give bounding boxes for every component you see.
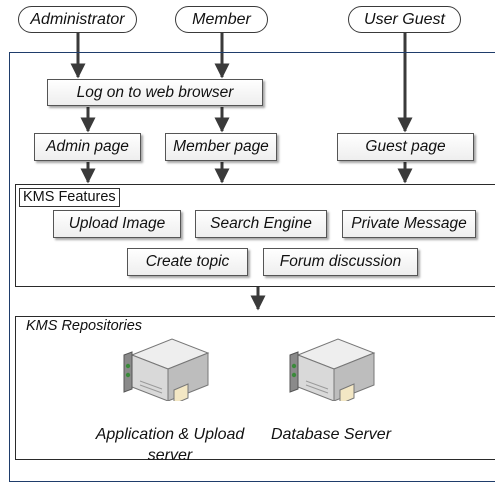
application-server-caption: Application & Upload server [80,424,260,466]
actor-administrator: Administrator [18,6,137,33]
admin-page-label: Admin page [46,138,129,155]
feature-forum-discussion: Forum discussion [263,248,418,276]
feature-forum-discussion-label: Forum discussion [279,253,402,270]
actor-member: Member [175,6,268,33]
database-server-icon [289,338,376,401]
feature-search-engine-label: Search Engine [210,215,312,232]
actor-user-guest: User Guest [348,6,461,33]
actor-user-guest-label: User Guest [364,10,445,28]
application-server-caption-line1: Application & Upload [95,426,245,443]
member-page-label: Member page [173,138,269,155]
feature-create-topic: Create topic [127,248,248,276]
login-step-label: Log on to web browser [76,83,234,101]
feature-private-message: Private Message [342,210,476,238]
connector-arrows [70,32,413,311]
kms-repositories-title-text: KMS Repositories [26,318,143,334]
guest-page-box: Guest page [337,133,474,161]
kms-features-title-text: KMS Features [23,189,116,205]
admin-page-box: Admin page [34,133,141,161]
member-page-box: Member page [165,133,277,161]
guest-page-label: Guest page [365,138,446,155]
application-server-caption-line2: server [147,447,193,464]
application-server-icon [123,338,210,401]
kms-features-title: KMS Features [19,188,120,207]
feature-upload-image-label: Upload Image [68,215,166,232]
login-step: Log on to web browser [47,79,263,106]
actor-member-label: Member [192,10,251,28]
feature-upload-image: Upload Image [53,210,181,238]
feature-create-topic-label: Create topic [145,253,230,270]
kms-features-container [15,184,495,287]
feature-private-message-label: Private Message [351,215,467,232]
database-server-caption-line1: Database Server [270,426,392,443]
kms-repositories-title: KMS Repositories [26,318,142,334]
kms-repositories-container [15,316,495,460]
database-server-caption: Database Server [256,424,406,445]
actor-administrator-label: Administrator [30,10,125,28]
feature-search-engine: Search Engine [195,210,327,238]
